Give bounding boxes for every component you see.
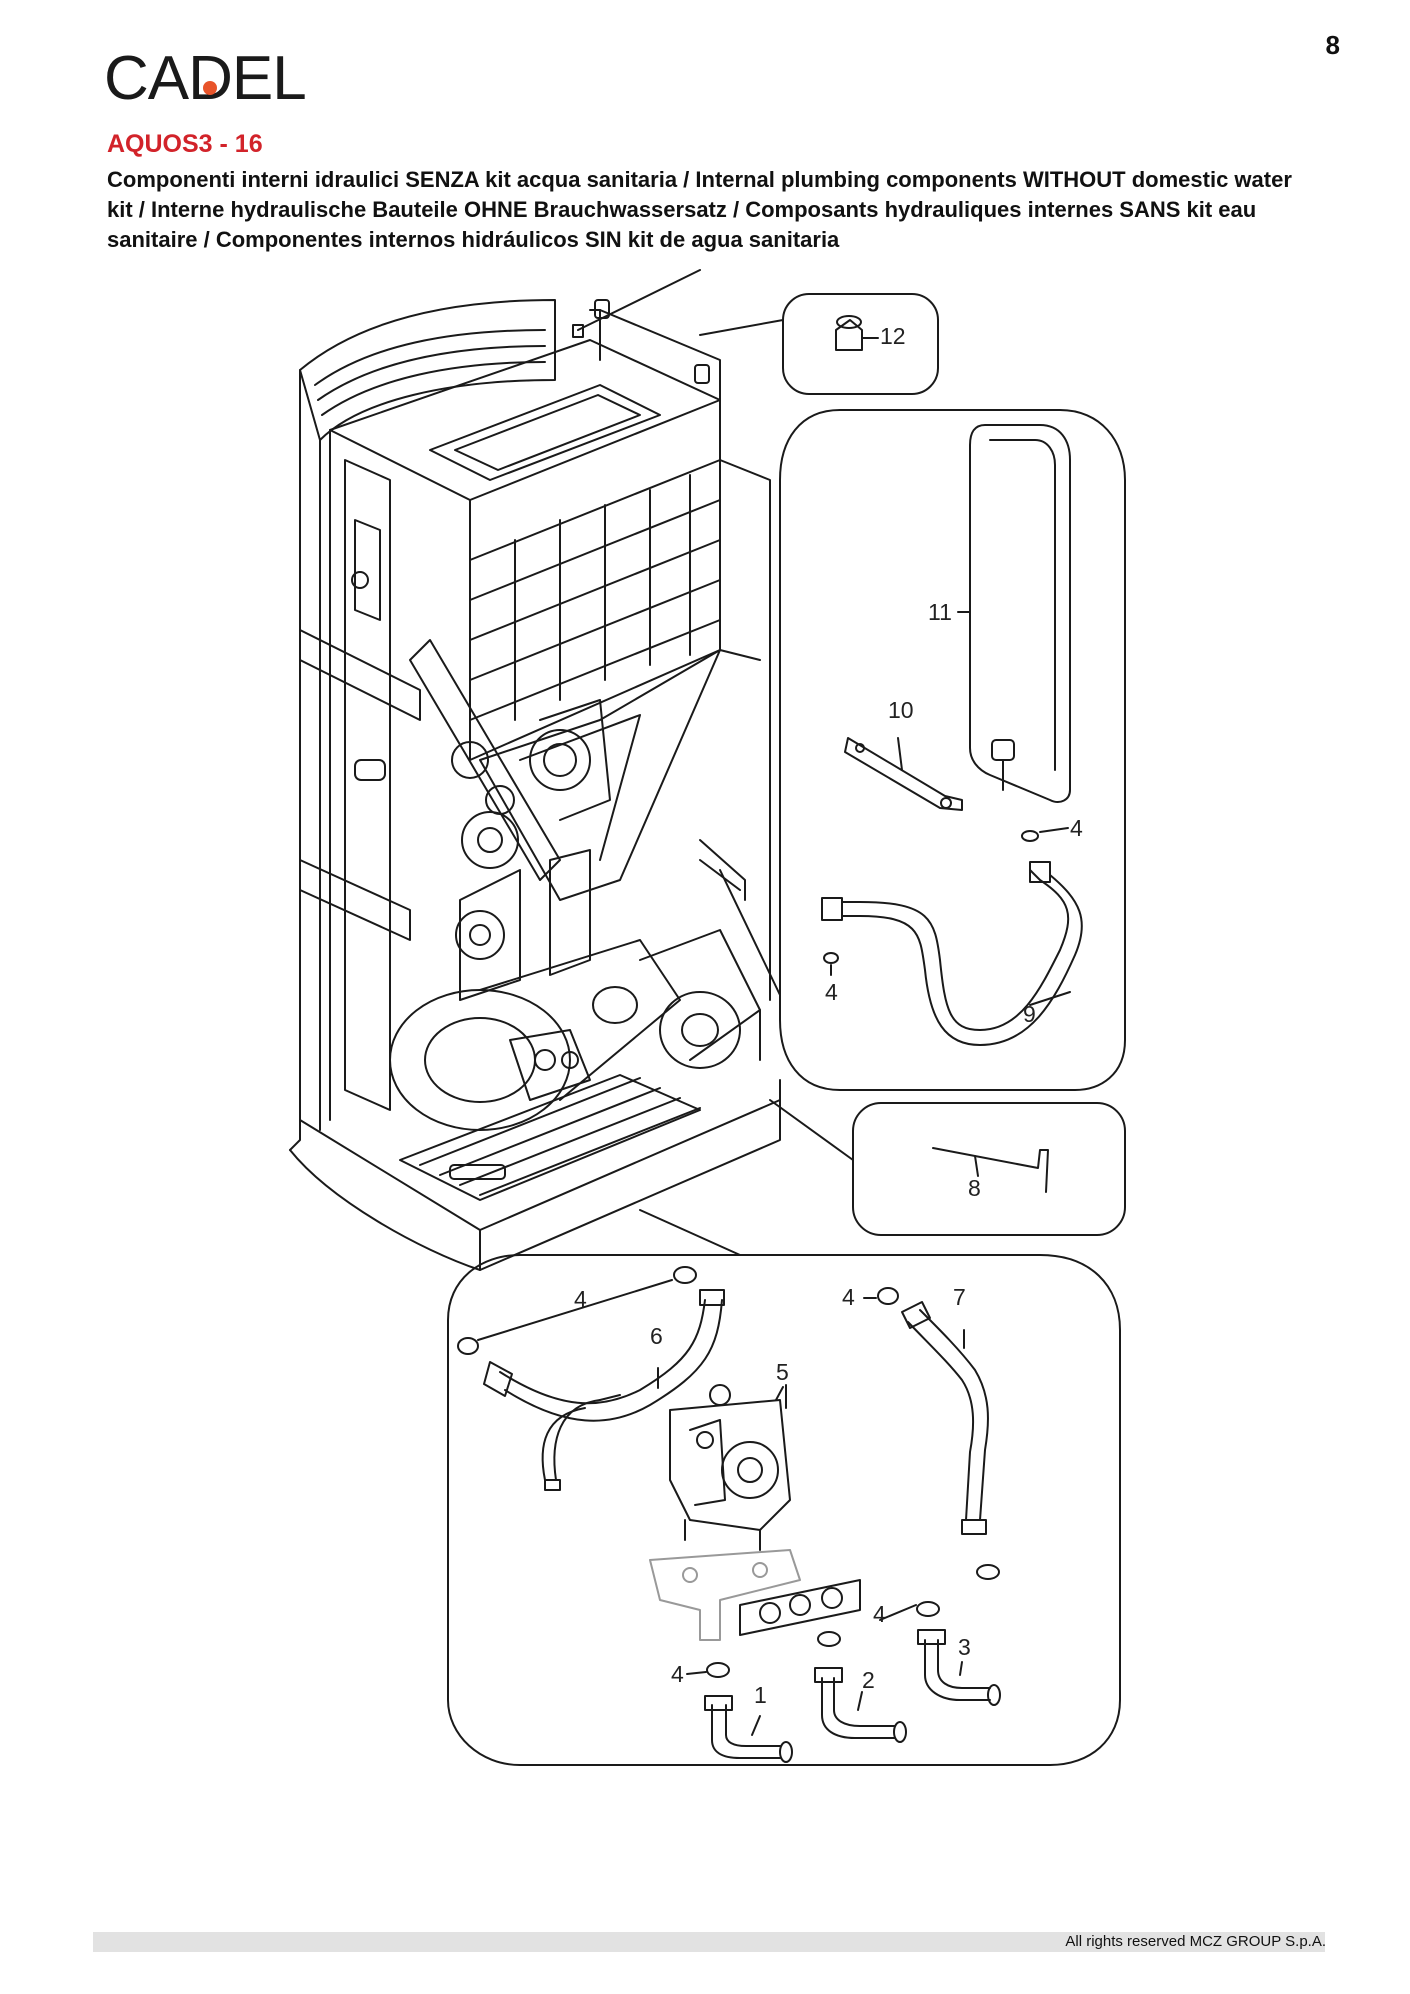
section-description: Componenti interni idraulici SENZA kit a… xyxy=(107,167,1292,252)
callout-3: 3 xyxy=(958,1634,971,1660)
callout-9: 9 xyxy=(1023,1001,1036,1027)
callout-11: 11 xyxy=(928,599,952,625)
callout-1: 1 xyxy=(754,1682,767,1708)
detail-bubble-plumbing-group xyxy=(447,1209,1121,1766)
callout-4b: 4 xyxy=(825,979,838,1005)
stove-frame-drawing xyxy=(289,269,781,1271)
detail-bubble-items-9-11 xyxy=(719,409,1126,1091)
logo-dot-icon xyxy=(203,80,218,95)
callout-2: 2 xyxy=(862,1667,875,1693)
callout-7: 7 xyxy=(953,1284,966,1310)
callout-4e: 4 xyxy=(873,1601,886,1627)
detail-bubble-item-8 xyxy=(769,1099,1126,1236)
callout-4c: 4 xyxy=(574,1286,587,1312)
callout-8: 8 xyxy=(968,1175,981,1201)
callout-5: 5 xyxy=(776,1359,789,1385)
footer-bar xyxy=(93,1932,1325,1952)
callout-4d: 4 xyxy=(842,1284,855,1310)
callout-4f: 4 xyxy=(671,1661,684,1687)
callout-12: 12 xyxy=(880,323,906,349)
callout-6: 6 xyxy=(650,1323,663,1349)
product-title: AQUOS3 - 16 xyxy=(107,130,263,158)
copyright-footer: All rights reserved MCZ GROUP S.p.A. xyxy=(1065,1933,1326,1950)
callout-10: 10 xyxy=(888,697,914,723)
detail-bubble-item-12 xyxy=(699,293,939,395)
callout-4a: 4 xyxy=(1070,815,1083,841)
page-number: 8 xyxy=(1325,30,1340,60)
callout-labels: 12 11 10 4 4 9 8 4 6 4 7 5 4 3 4 1 2 xyxy=(574,323,1083,1708)
